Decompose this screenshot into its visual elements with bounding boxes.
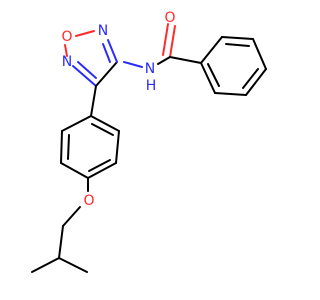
oxadiazole-ring: N O N [61,23,118,87]
ring-oxygen-label: O [61,29,72,45]
carbonyl-oxygen-label: O [164,10,175,26]
carbonyl-group: O [162,10,202,64]
ring-nitrogen-upper-label: N [98,23,108,39]
amide-nitrogen-label: N [145,61,155,77]
molecule-structure-diagram: O N H N O N [31,10,267,273]
ether-oxygen-label: O [83,193,94,209]
benzoyl-phenyl-ring [200,36,267,96]
amide-hydrogen-label: H [146,78,157,94]
isobutoxy-chain: O [31,177,95,273]
amide-nh-group: N H [123,56,171,94]
ring-nitrogen-lower-label: N [62,54,72,70]
para-phenyl-ring [60,85,120,179]
